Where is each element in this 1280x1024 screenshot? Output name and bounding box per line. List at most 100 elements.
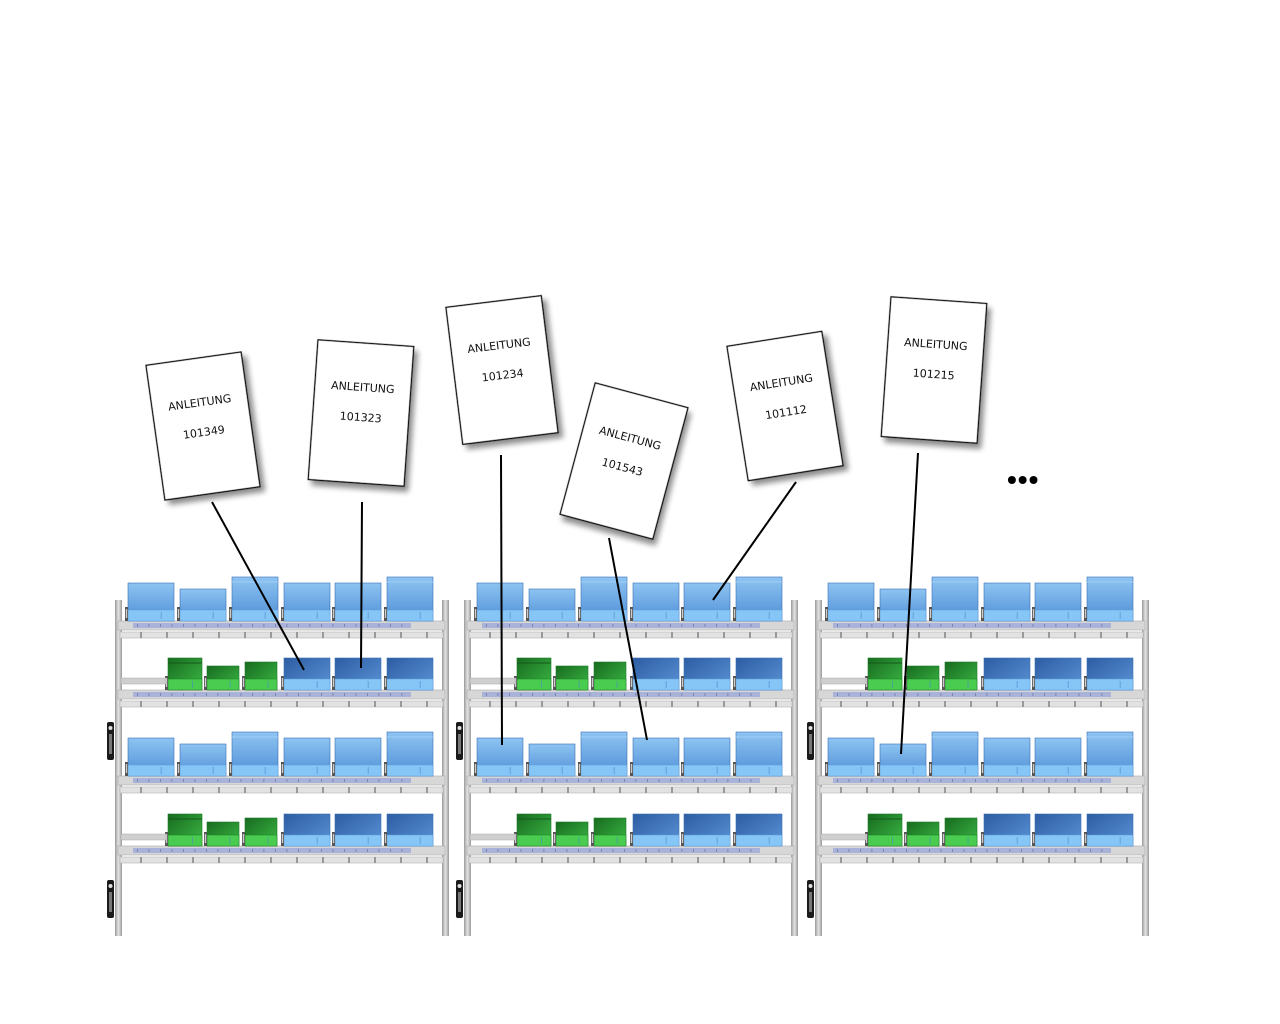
bin — [1084, 657, 1134, 691]
empty-rail — [820, 833, 867, 841]
connector-line-101112 — [712, 481, 797, 601]
shelf-post — [1142, 600, 1149, 936]
bin — [877, 743, 927, 777]
bin-green — [553, 665, 589, 691]
bin — [384, 731, 434, 777]
bin — [229, 576, 279, 622]
connector-line-101234 — [500, 454, 503, 746]
shelf-unit — [456, 576, 798, 936]
bin — [332, 582, 382, 622]
shelf-crossbar — [119, 786, 444, 794]
bin — [981, 737, 1031, 777]
bin — [384, 576, 434, 622]
shelf-row-1 — [466, 576, 795, 639]
bin — [929, 731, 979, 777]
bin-green — [591, 661, 627, 691]
bin-green — [865, 813, 903, 847]
label-rail — [133, 623, 411, 628]
bin — [125, 582, 175, 622]
bin — [681, 813, 731, 847]
shelf-row-2 — [117, 657, 446, 708]
shelf-row-1 — [117, 576, 446, 639]
bin — [526, 588, 576, 622]
empty-rail — [820, 677, 867, 685]
shelf-unit — [107, 576, 449, 936]
shelf-row-3 — [817, 731, 1146, 794]
shelf-row-4 — [466, 813, 795, 864]
bin — [733, 813, 783, 847]
connector-lines — [211, 452, 919, 755]
bin — [474, 737, 524, 777]
bin-green — [904, 665, 940, 691]
bin — [681, 657, 731, 691]
label-rail — [133, 778, 411, 783]
bin — [332, 737, 382, 777]
bin — [681, 737, 731, 777]
bin — [1032, 657, 1082, 691]
bin-green — [942, 817, 978, 847]
label-rail — [482, 692, 760, 697]
shelf-row-4 — [117, 813, 446, 864]
shelf-post — [442, 600, 449, 936]
shelf-row-3 — [117, 731, 446, 794]
shelf-crossbar — [819, 856, 1144, 864]
bin — [1032, 737, 1082, 777]
bin — [733, 576, 783, 622]
bin — [981, 657, 1031, 691]
bin — [630, 737, 680, 777]
bin — [981, 582, 1031, 622]
bin — [929, 576, 979, 622]
label-rail — [133, 848, 411, 853]
bin-green — [942, 661, 978, 691]
shelf-crossbar — [468, 631, 793, 639]
shelf-post — [791, 600, 798, 936]
empty-rail — [469, 677, 516, 685]
shelf-row-4 — [817, 813, 1146, 864]
unit-label-tag — [456, 722, 463, 760]
bin — [177, 588, 227, 622]
label-rail — [482, 778, 760, 783]
bin — [281, 657, 331, 691]
bin-green — [204, 665, 240, 691]
shelf-crossbar — [468, 786, 793, 794]
bin-green — [242, 661, 278, 691]
bin-green — [204, 821, 240, 847]
card-number: 101215 — [912, 367, 955, 383]
bin — [578, 576, 628, 622]
bin — [384, 813, 434, 847]
bin — [1032, 582, 1082, 622]
bin — [825, 582, 875, 622]
unit-label-tag — [456, 880, 463, 918]
label-rail — [833, 692, 1111, 697]
bin — [125, 737, 175, 777]
unit-label-tag — [107, 880, 114, 918]
bin — [474, 582, 524, 622]
bin-green — [242, 817, 278, 847]
bin-green — [165, 657, 203, 691]
bin — [630, 582, 680, 622]
card-title: ANLEITUNG — [331, 379, 395, 396]
shelf-post — [464, 600, 471, 936]
label-rail — [833, 778, 1111, 783]
card-sheet — [445, 294, 559, 446]
bin — [877, 588, 927, 622]
shelf-crossbar — [119, 856, 444, 864]
card-sheet — [307, 339, 415, 487]
instruction-cards: ANLEITUNG101349ANLEITUNG101323ANLEITUNG1… — [145, 294, 988, 540]
bin-green — [553, 821, 589, 847]
shelf-row-2 — [817, 657, 1146, 708]
shelf-crossbar — [119, 631, 444, 639]
bin — [578, 731, 628, 777]
bin — [281, 582, 331, 622]
shelf-row-1 — [817, 576, 1146, 639]
bin — [281, 737, 331, 777]
card-sheet — [726, 330, 844, 482]
bin — [526, 743, 576, 777]
unit-label-tag — [107, 722, 114, 760]
card-sheet — [559, 382, 689, 540]
